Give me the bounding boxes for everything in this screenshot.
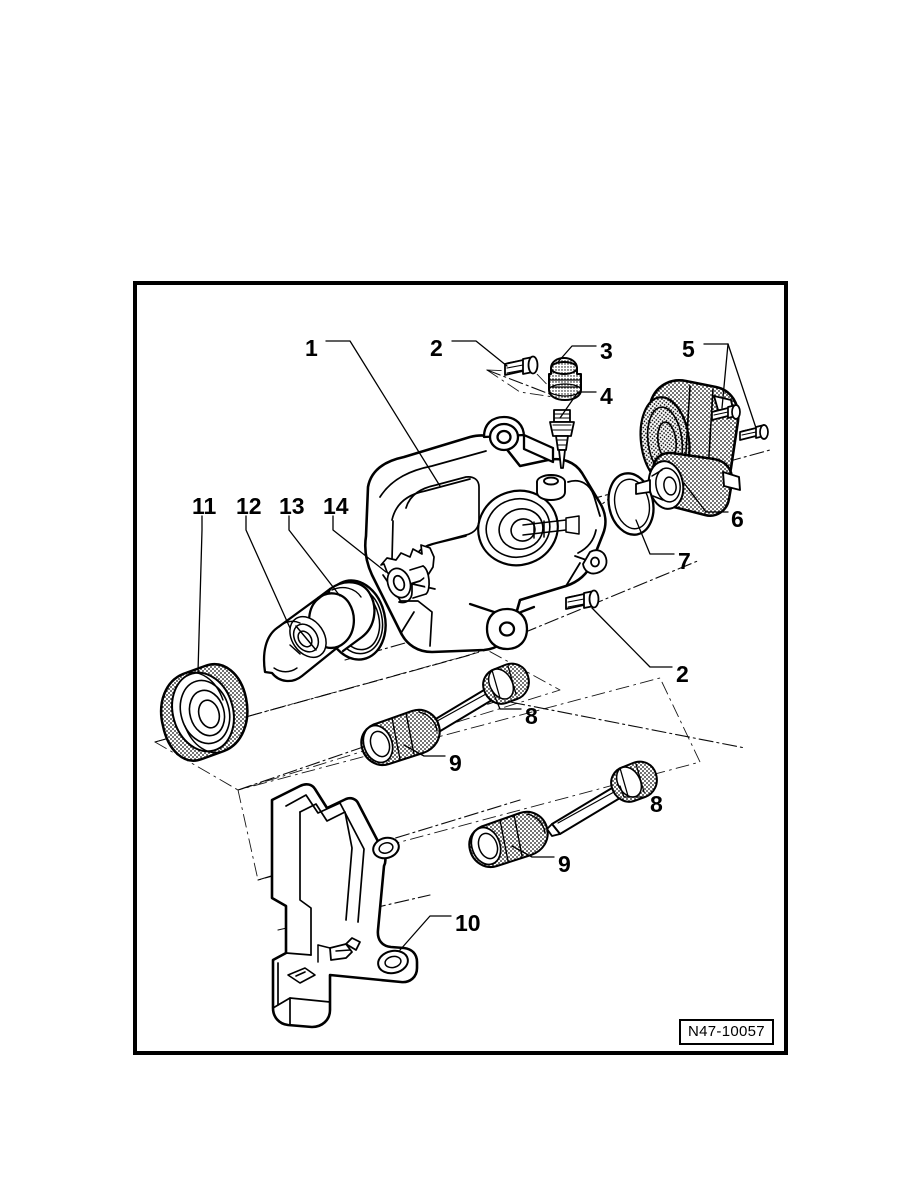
- callout-8-lower: 8: [650, 791, 663, 817]
- callout-4: 4: [600, 383, 613, 409]
- callout-9-lower: 9: [558, 851, 571, 877]
- callout-14: 14: [323, 493, 349, 519]
- callout-12: 12: [236, 493, 262, 519]
- callout-5: 5: [682, 336, 695, 362]
- callout-6: 6: [731, 506, 744, 532]
- callout-11: 11: [192, 493, 217, 519]
- callout-8-upper: 8: [525, 703, 538, 729]
- figure-reference-code: N47-10057: [679, 1019, 774, 1045]
- callout-1: 1: [305, 335, 318, 361]
- callout-2-lower: 2: [676, 661, 689, 687]
- callout-9-upper: 9: [449, 750, 462, 776]
- callout-3: 3: [600, 338, 613, 364]
- callout-13: 13: [279, 493, 305, 519]
- callout-7: 7: [678, 548, 691, 574]
- callout-2-upper: 2: [430, 335, 443, 361]
- callout-10: 10: [455, 910, 481, 936]
